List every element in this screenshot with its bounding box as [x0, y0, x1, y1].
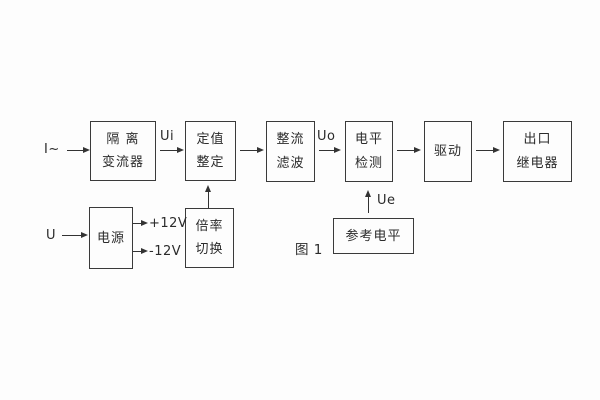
block-level-line2: 检测	[354, 156, 383, 171]
block-power-supply: 电源	[89, 207, 133, 269]
block-isolation-line2: 变流器	[101, 155, 144, 171]
block-drive-line1: 驱动	[433, 144, 462, 159]
block-rectify-line1: 整流	[276, 132, 305, 147]
block-relay-line1: 出口	[523, 132, 552, 147]
block-rectifier-filter: 整流 滤波	[266, 121, 315, 182]
block-setting-adjust: 定值 整定	[185, 121, 236, 181]
block-setting-line2: 整定	[196, 155, 225, 171]
block-level-line1: 电平	[354, 132, 383, 147]
block-ratio-line2: 切换	[195, 242, 224, 258]
label-input-voltage: U	[46, 228, 57, 243]
block-level-detect: 电平 检测	[345, 121, 393, 182]
block-power-line1: 电源	[96, 230, 125, 246]
label-minus-12v: -12V	[149, 244, 182, 259]
label-ue: Ue	[377, 193, 396, 208]
block-reference-line1: 参考电平	[345, 228, 402, 244]
label-input-current: I~	[44, 142, 60, 157]
block-rectify-line2: 滤波	[276, 156, 305, 171]
block-setting-line1: 定值	[196, 131, 225, 147]
figure-caption: 图 1	[295, 242, 323, 258]
block-driver: 驱动	[424, 121, 472, 182]
block-ratio-line1: 倍率	[195, 218, 224, 234]
label-ui: Ui	[160, 129, 175, 144]
block-ratio-switch: 倍率 切换	[185, 208, 234, 268]
block-relay-line2: 继电器	[516, 156, 559, 171]
block-reference-level: 参考电平	[333, 218, 414, 254]
label-plus-12v: +12V	[149, 216, 188, 231]
block-isolation-line1: 隔 离	[106, 131, 140, 147]
block-isolation-transformer: 隔 离 变流器	[90, 121, 156, 181]
block-output-relay: 出口 继电器	[503, 121, 572, 182]
label-uo: Uo	[317, 129, 336, 144]
